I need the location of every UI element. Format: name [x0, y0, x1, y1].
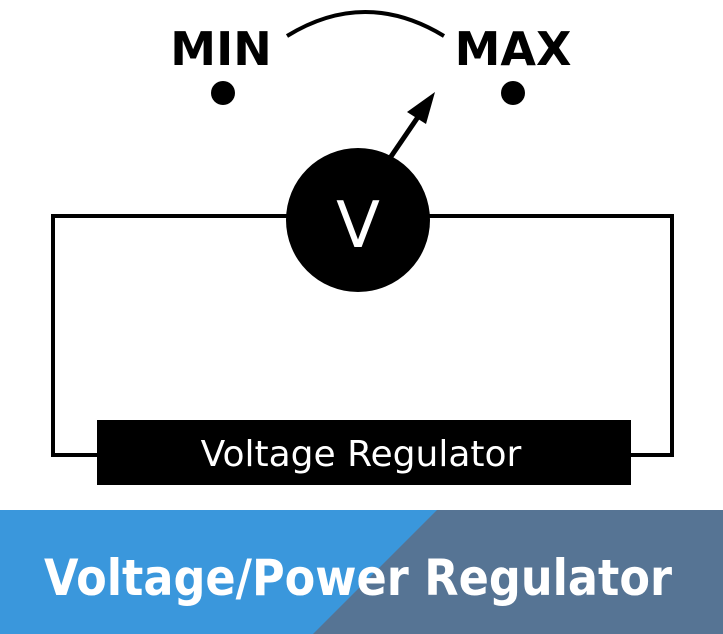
dial-arc	[285, 10, 446, 38]
title-banner: Voltage/Power Regulator	[0, 510, 723, 634]
max-label: MAX	[455, 22, 572, 76]
max-contact-dot	[501, 81, 525, 105]
min-contact-dot	[211, 81, 235, 105]
wire-right	[426, 214, 674, 457]
regulator-box	[97, 420, 631, 485]
voltmeter-circle	[286, 148, 430, 292]
voltmeter-symbol: V	[336, 189, 380, 263]
voltmeter: V	[286, 148, 430, 292]
banner-right-panel	[313, 510, 723, 634]
regulator-label: Voltage Regulator	[201, 434, 522, 475]
voltage-regulator-block: Voltage Regulator	[97, 420, 631, 485]
dial-pointer-arrow-icon	[387, 92, 435, 160]
wire-left	[51, 214, 290, 457]
min-label: MIN	[170, 22, 271, 76]
banner-title: Voltage/Power Regulator	[44, 549, 672, 607]
circuit-wires	[51, 214, 674, 457]
